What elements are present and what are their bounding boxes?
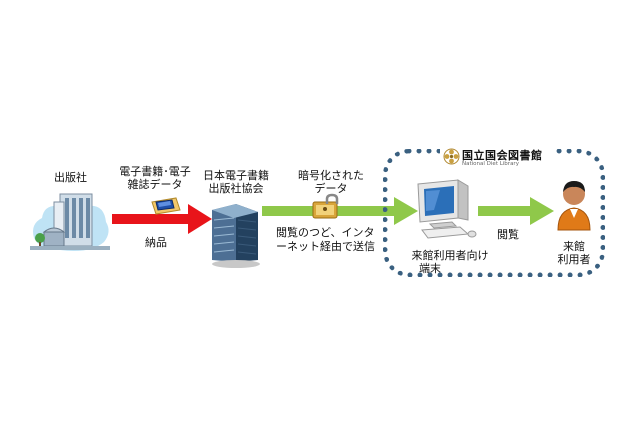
library-name-jp: 国立国会図書館: [462, 149, 543, 162]
data-label-line2: 雑誌データ: [127, 178, 183, 191]
encrypted-label-line1: 暗号化された: [298, 169, 364, 182]
association-label-line1: 日本電子書籍: [203, 169, 269, 182]
terminal-label-line1: 来館利用者向け: [411, 249, 489, 262]
library-seal-icon: [443, 148, 460, 165]
terminal-label-line2: 端末: [419, 262, 441, 275]
office-tower-icon: [212, 204, 260, 268]
transfer-label-line1: 閲覧のつど、インタ: [276, 226, 375, 239]
person-icon: [557, 181, 591, 231]
delivery-label: 納品: [145, 236, 167, 249]
library-name-en: National Diet Library: [462, 161, 519, 167]
view-label: 閲覧: [497, 228, 519, 241]
data-label-line1: 電子書籍･電子: [119, 165, 191, 178]
padlock-icon: [312, 193, 339, 219]
encrypted-label-line2: データ: [314, 182, 348, 195]
ebook-icon: [151, 197, 181, 215]
red-arrow: [112, 204, 212, 234]
visitor-label-line2: 利用者: [557, 253, 591, 266]
visitor-label-line1: 来館: [563, 240, 585, 253]
transfer-label-line2: ーネット経由で送信: [276, 240, 375, 253]
association-label-line2: 出版社協会: [208, 182, 264, 195]
building-icon: [30, 193, 110, 251]
library-logo: 国立国会図書館 National Diet Library: [440, 146, 552, 172]
publisher-label: 出版社: [54, 171, 87, 184]
green-arrow-short: [478, 197, 554, 225]
computer-icon: [417, 179, 477, 239]
